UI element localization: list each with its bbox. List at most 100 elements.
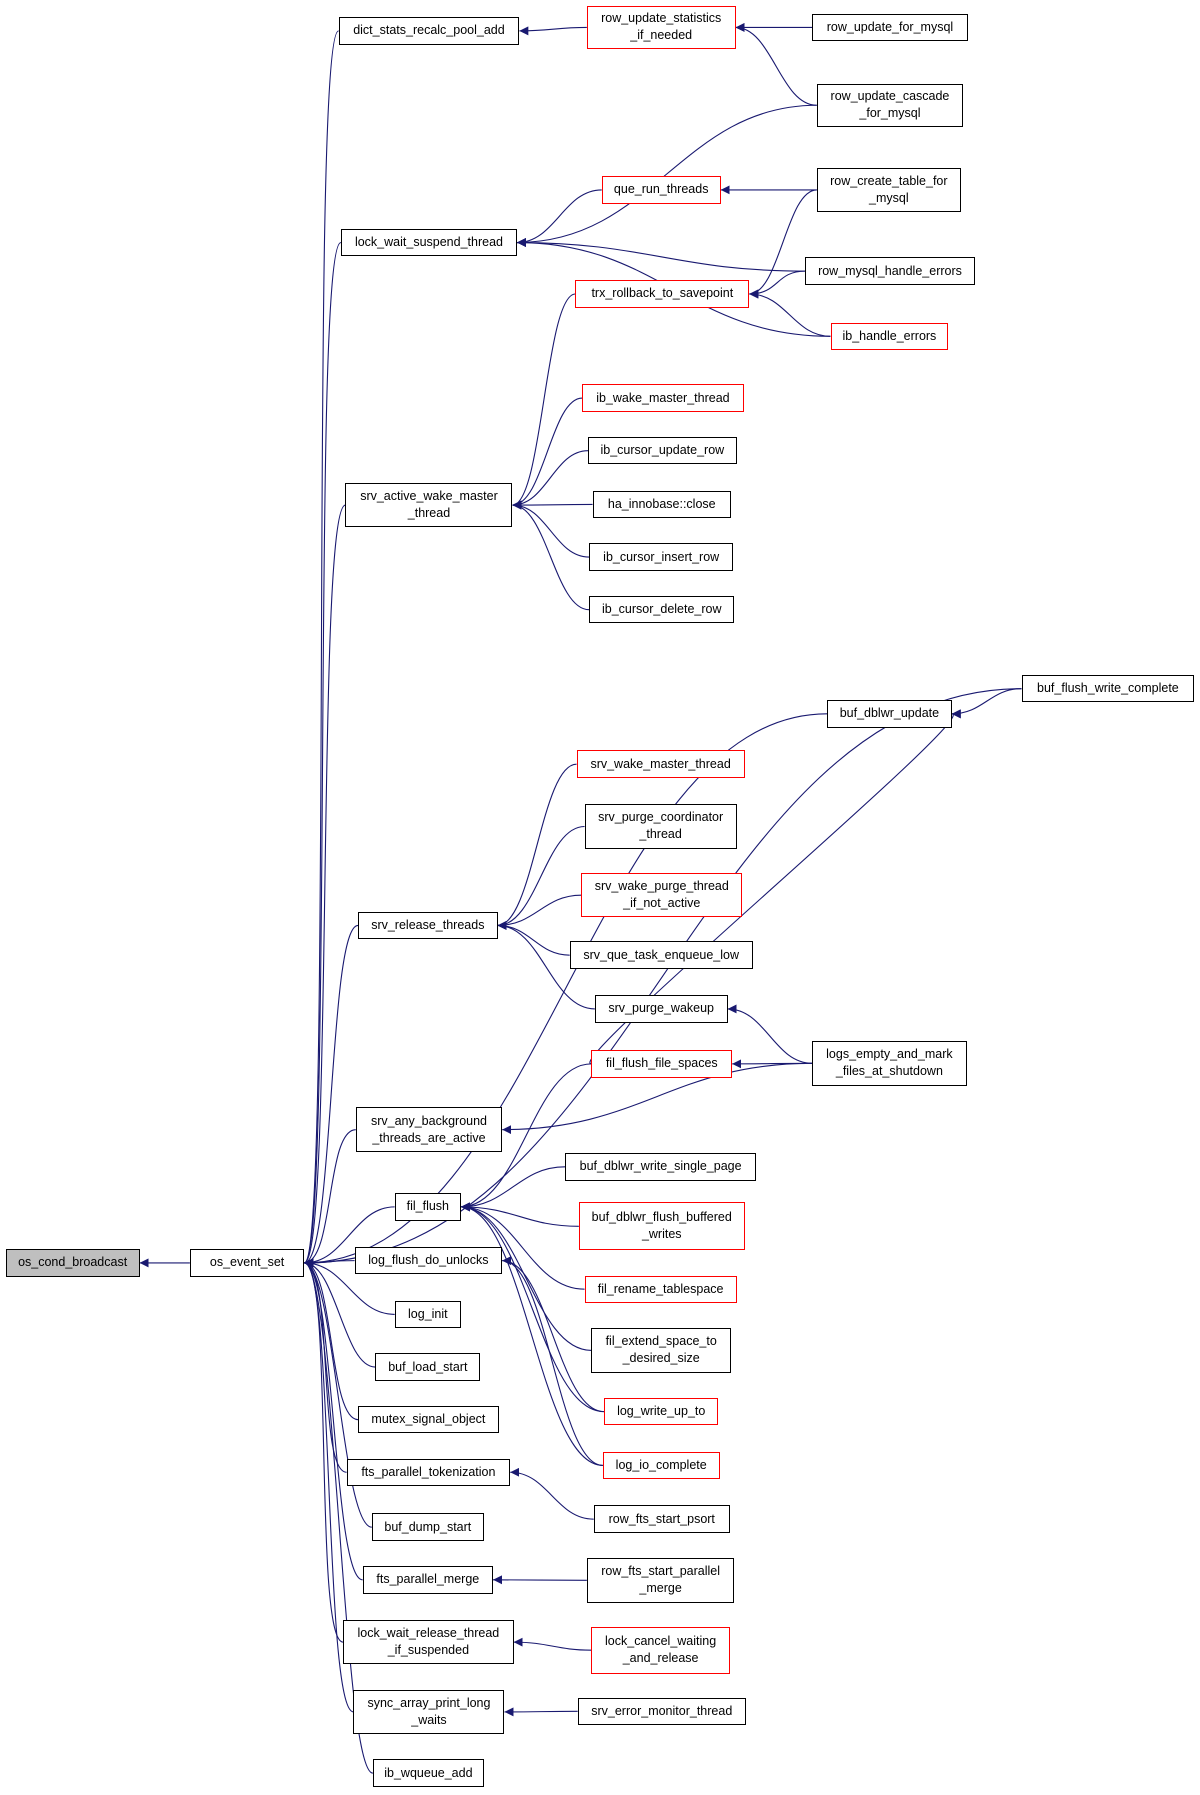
node-sync-array-print-long-waits[interactable]: sync_array_print_long _waits: [353, 1689, 505, 1735]
node-log-write-up-to[interactable]: log_write_up_to: [604, 1397, 719, 1426]
node-srv-error-monitor-thread[interactable]: srv_error_monitor_thread: [577, 1697, 746, 1726]
node-fil-flush[interactable]: fil_flush: [394, 1193, 461, 1221]
node-srv-wake-purge-thread-if-not-active[interactable]: srv_wake_purge_thread _if_not_active: [581, 872, 743, 918]
node-fts-parallel-merge[interactable]: fts_parallel_merge: [362, 1566, 494, 1594]
node-dict-stats-recalc-pool-add[interactable]: dict_stats_recalc_pool_add: [338, 17, 520, 45]
edge-srv-any-background-threads-are-active-to-os-event-set: [304, 1129, 356, 1268]
node-fil-flush-file-spaces[interactable]: fil_flush_file_spaces: [591, 1050, 733, 1078]
node-row-update-cascade-for-mysql[interactable]: row_update_cascade _for_mysql: [816, 83, 964, 127]
edge-fil-extend-space-to-desired-size-to-fil-flush: [461, 1202, 592, 1351]
edge-ib-wqueue-add-to-os-event-set: [304, 1258, 374, 1774]
node-srv-wake-master-thread[interactable]: srv_wake_master_thread: [576, 750, 745, 778]
node-mutex-signal-object[interactable]: mutex_signal_object: [358, 1405, 499, 1434]
edge-fil-flush-file-spaces-to-fil-flush: [461, 1063, 592, 1212]
edge-srv-wake-purge-thread-if-not-active-to-srv-release-threads: [497, 894, 582, 930]
edge-mutex-signal-object-to-os-event-set: [304, 1258, 359, 1421]
edge-lock-cancel-waiting-and-release-to-lock-wait-release-thread-if-suspended: [513, 1637, 592, 1651]
node-ib-handle-errors[interactable]: ib_handle_errors: [830, 322, 949, 351]
node-log-init[interactable]: log_init: [394, 1300, 461, 1329]
edge-fts-parallel-merge-to-os-event-set: [304, 1258, 363, 1581]
node-lock-cancel-waiting-and-release[interactable]: lock_cancel_waiting _and_release: [591, 1626, 730, 1674]
edge-buf-dblwr-update-to-os-event-set: [304, 713, 828, 1268]
edge-srv-purge-wakeup-to-srv-release-threads: [497, 920, 595, 1010]
node-log-io-complete[interactable]: log_io_complete: [602, 1451, 720, 1480]
node-ib-cursor-delete-row[interactable]: ib_cursor_delete_row: [589, 595, 735, 624]
edge-sync-array-print-long-waits-to-os-event-set: [304, 1258, 354, 1713]
node-srv-active-wake-master-thread[interactable]: srv_active_wake_master _thread: [345, 482, 513, 528]
edge-ib-handle-errors-to-trx-rollback-to-savepoint: [749, 289, 831, 337]
edge-dict-stats-recalc-pool-add-to-os-event-set: [303, 30, 340, 1268]
edge-row-fts-start-psort-to-fts-parallel-tokenization: [510, 1467, 594, 1520]
edge-srv-release-threads-to-os-event-set: [304, 924, 359, 1268]
node-os-event-set[interactable]: os_event_set: [189, 1249, 305, 1277]
edge-log-write-up-to-to-fil-flush: [461, 1202, 605, 1413]
node-buf-dump-start[interactable]: buf_dump_start: [371, 1513, 484, 1541]
edge-log-write-up-to-to-log-flush-do-unlocks: [502, 1256, 605, 1413]
edge-trx-rollback-to-savepoint-to-srv-active-wake-master-thread: [512, 293, 576, 510]
edge-fil-rename-tablespace-to-fil-flush: [461, 1202, 585, 1290]
node-srv-any-background-threads-are-active[interactable]: srv_any_background _threads_are_active: [355, 1107, 503, 1152]
node-row-mysql-handle-errors[interactable]: row_mysql_handle_errors: [805, 257, 975, 285]
edge-log-io-complete-to-log-flush-do-unlocks: [502, 1256, 603, 1466]
edge-que-run-threads-to-lock-wait-suspend-thread: [517, 189, 602, 248]
node-logs-empty-and-mark-files-at-shutdown[interactable]: logs_empty_and_mark _files_at_shutdown: [812, 1040, 967, 1086]
node-os-cond-broadcast[interactable]: os_cond_broadcast: [5, 1249, 140, 1277]
edge-srv-wake-master-thread-to-srv-release-threads: [497, 763, 577, 930]
node-trx-rollback-to-savepoint[interactable]: trx_rollback_to_savepoint: [575, 280, 750, 308]
edge-logs-empty-and-mark-files-at-shutdown-to-srv-purge-wakeup: [727, 1004, 813, 1064]
edge-log-init-to-os-event-set: [304, 1258, 395, 1315]
edge-log-io-complete-to-fil-flush: [461, 1202, 603, 1466]
node-row-create-table-for-mysql[interactable]: row_create_table_for _mysql: [816, 168, 961, 212]
edge-buf-dblwr-write-single-page-to-fil-flush: [461, 1166, 566, 1212]
node-fil-rename-tablespace[interactable]: fil_rename_tablespace: [584, 1275, 737, 1303]
node-buf-dblwr-flush-buffered-writes[interactable]: buf_dblwr_flush_buffered _writes: [578, 1202, 745, 1251]
edge-row-mysql-handle-errors-to-lock-wait-suspend-thread: [517, 238, 806, 272]
node-row-update-for-mysql[interactable]: row_update_for_mysql: [812, 13, 968, 42]
edge-ib-wake-master-thread-to-srv-active-wake-master-thread: [512, 397, 583, 510]
edge-lock-wait-suspend-thread-to-os-event-set: [303, 241, 342, 1268]
edge-ib-cursor-delete-row-to-srv-active-wake-master-thread: [512, 500, 590, 611]
edge-ib-cursor-update-row-to-srv-active-wake-master-thread: [512, 450, 588, 510]
node-row-fts-start-psort[interactable]: row_fts_start_psort: [593, 1505, 730, 1533]
node-buf-load-start[interactable]: buf_load_start: [375, 1353, 481, 1381]
edge-row-update-statistics-if-needed-to-dict-stats-recalc-pool-add: [519, 26, 587, 36]
edge-srv-purge-coordinator-thread-to-srv-release-threads: [497, 825, 585, 930]
node-ha-innobase-close[interactable]: ha_innobase::close: [592, 490, 731, 519]
node-fts-parallel-tokenization[interactable]: fts_parallel_tokenization: [346, 1458, 511, 1486]
edge-srv-active-wake-master-thread-to-os-event-set: [303, 504, 346, 1268]
edge-fil-flush-to-os-event-set: [304, 1206, 395, 1268]
node-srv-que-task-enqueue-low[interactable]: srv_que_task_enqueue_low: [569, 941, 753, 969]
edge-buf-load-start-to-os-event-set: [304, 1258, 376, 1368]
node-log-flush-do-unlocks[interactable]: log_flush_do_unlocks: [354, 1246, 503, 1275]
node-buf-dblwr-update[interactable]: buf_dblwr_update: [827, 700, 952, 728]
node-lock-wait-release-thread-if-suspended[interactable]: lock_wait_release_thread _if_suspended: [343, 1619, 514, 1665]
node-ib-wqueue-add[interactable]: ib_wqueue_add: [372, 1759, 484, 1787]
node-row-fts-start-parallel-merge[interactable]: row_fts_start_parallel _merge: [586, 1558, 735, 1603]
node-srv-release-threads[interactable]: srv_release_threads: [358, 911, 498, 940]
edge-ib-cursor-insert-row-to-srv-active-wake-master-thread: [512, 500, 590, 558]
edge-row-fts-start-parallel-merge-to-fts-parallel-merge: [493, 1575, 587, 1585]
edge-row-update-cascade-for-mysql-to-row-update-statistics-if-needed: [735, 22, 817, 106]
edge-fil-flush-file-spaces-to-buf-dblwr-update: [589, 709, 961, 1065]
edge-buf-dump-start-to-os-event-set: [304, 1258, 372, 1528]
node-buf-flush-write-complete[interactable]: buf_flush_write_complete: [1021, 674, 1195, 703]
node-ib-cursor-insert-row[interactable]: ib_cursor_insert_row: [589, 543, 734, 571]
edge-srv-error-monitor-thread-to-sync-array-print-long-waits: [504, 1707, 578, 1717]
node-row-update-statistics-if-needed[interactable]: row_update_statistics _if_needed: [586, 5, 736, 50]
node-ib-wake-master-thread[interactable]: ib_wake_master_thread: [582, 384, 744, 412]
node-fil-extend-space-to-desired-size[interactable]: fil_extend_space_to _desired_size: [591, 1328, 731, 1373]
node-srv-purge-coordinator-thread[interactable]: srv_purge_coordinator _thread: [584, 804, 737, 849]
node-srv-purge-wakeup[interactable]: srv_purge_wakeup: [594, 995, 728, 1023]
edge-row-update-cascade-for-mysql-to-lock-wait-suspend-thread: [517, 104, 817, 248]
node-lock-wait-suspend-thread[interactable]: lock_wait_suspend_thread: [340, 228, 518, 257]
edge-buf-dblwr-flush-buffered-writes-to-fil-flush: [461, 1202, 579, 1227]
node-que-run-threads[interactable]: que_run_threads: [601, 176, 721, 204]
node-buf-dblwr-write-single-page[interactable]: buf_dblwr_write_single_page: [565, 1153, 757, 1181]
node-ib-cursor-update-row[interactable]: ib_cursor_update_row: [587, 436, 737, 465]
edge-logs-empty-and-mark-files-at-shutdown-to-srv-any-background-threads-are-active: [502, 1062, 813, 1135]
edge-row-create-table-for-mysql-to-trx-rollback-to-savepoint: [749, 189, 817, 299]
edge-ha-innobase-close-to-srv-active-wake-master-thread: [512, 500, 593, 510]
